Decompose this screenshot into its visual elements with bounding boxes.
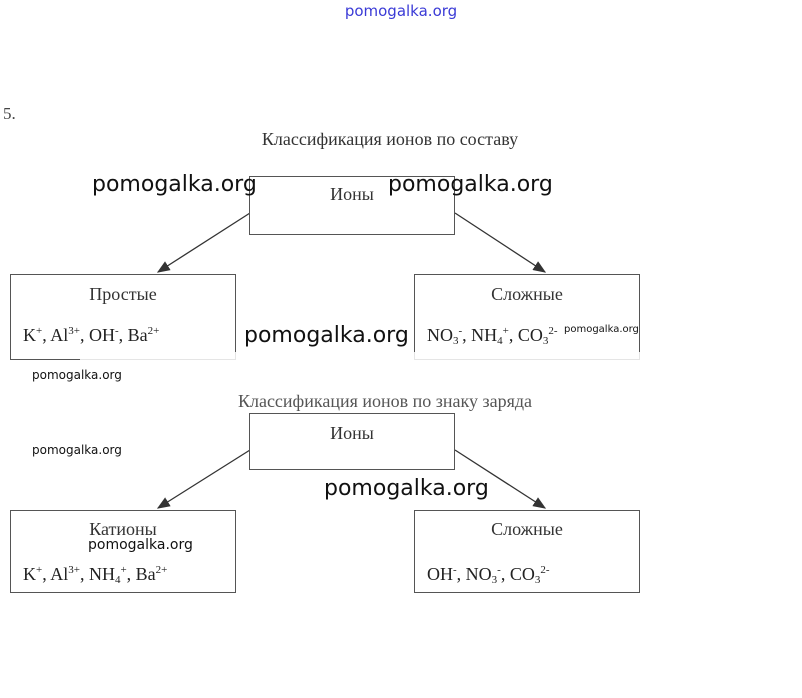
- arrow-left-1: [156, 212, 251, 273]
- diagram1-complex-box: Сложные NO3-, NH4+, CO32-: [414, 274, 640, 360]
- diagram1-complex-ions: NO3-, NH4+, CO32-: [427, 325, 558, 347]
- diagram2-anions-ions: OH-, NO3-, CO32-: [427, 564, 550, 586]
- arrow-right-1: [454, 212, 547, 273]
- diagram2-anions-box: Сложные OH-, NO3-, CO32-: [414, 510, 640, 593]
- diagram1-root-box: Ионы: [249, 176, 455, 235]
- diagram1-simple-box: Простые K+, Al3+, OH-, Ba2+: [10, 274, 236, 360]
- watermark-7: pomogalka.org: [324, 476, 489, 501]
- diagram1-root-label: Ионы: [330, 184, 374, 204]
- watermark-5: pomogalka.org: [32, 368, 122, 382]
- diagram2-title: Классификация ионов по знаку заряда: [237, 391, 533, 411]
- site-link[interactable]: pomogalka.org: [344, 2, 458, 20]
- diagram2-cations-box: Катионы K+, Al3+, NH4+, Ba2+: [10, 510, 236, 593]
- watermark-6: pomogalka.org: [32, 443, 122, 457]
- diagram1-simple-title: Простые: [89, 284, 157, 304]
- diagram1-complex-title: Сложные: [491, 284, 563, 304]
- arrow-left-2: [156, 449, 251, 509]
- watermark-3: pomogalka.org: [244, 323, 409, 348]
- arrow-right-2: [454, 449, 547, 509]
- task-number: 5.: [3, 104, 16, 123]
- faded-overlay: [80, 352, 700, 414]
- diagram1-simple-ions: K+, Al3+, OH-, Ba2+: [23, 325, 160, 345]
- watermark-2: pomogalka.org: [388, 172, 553, 197]
- watermark-4: pomogalka.org: [564, 324, 639, 335]
- diagram2-cations-ions: K+, Al3+, NH4+, Ba2+: [23, 564, 168, 586]
- diagram2-anions-title: Сложные: [491, 519, 563, 539]
- watermark-1: pomogalka.org: [92, 172, 257, 197]
- diagram2-root-box: Ионы: [249, 413, 455, 470]
- diagram2-cations-title: Катионы: [89, 519, 157, 539]
- diagram2-root-label: Ионы: [330, 423, 374, 443]
- watermark-8: pomogalka.org: [88, 537, 193, 553]
- diagram1-title: Классификация ионов по составу: [261, 129, 519, 149]
